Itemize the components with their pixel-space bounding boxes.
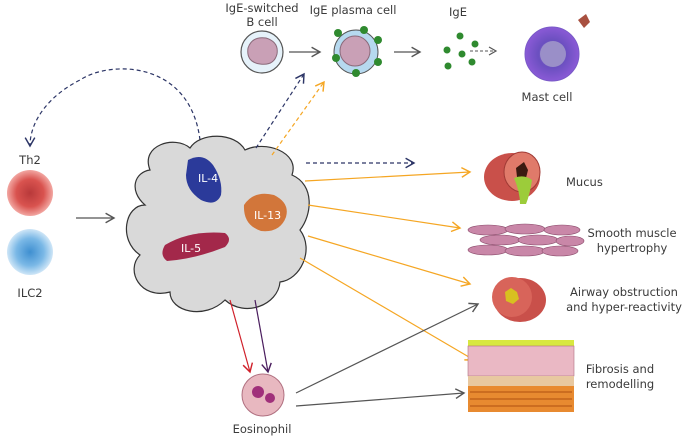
- il-5-label: IL-5: [181, 242, 201, 255]
- arrow-to-fibrosis: [299, 257, 476, 361]
- arrow-eos-to-fibrosis: [295, 388, 466, 407]
- b-cell-label-2: B cell: [246, 15, 277, 29]
- ige-label: IgE: [449, 5, 467, 19]
- smooth-muscle-label-2: hypertrophy: [597, 241, 668, 255]
- arrow-cytokine-to-eosinophil: [254, 299, 272, 374]
- cytokine-cloud: IL-4 IL-13 IL-5: [125, 135, 310, 313]
- ilc2-cell: ILC2: [7, 229, 53, 300]
- mucus-outcome: Mucus: [484, 151, 603, 204]
- th2-cell: Th2: [7, 153, 53, 216]
- airway-label-1: Airway obstruction: [570, 285, 678, 299]
- eosinophil: Eosinophil: [233, 373, 292, 436]
- ige-plasma-cell: IgE plasma cell: [310, 3, 397, 77]
- b-cell-label-1: IgE-switched: [225, 1, 298, 15]
- il-13-label: IL-13: [254, 209, 281, 222]
- fibrosis-outcome: Fibrosis and remodelling: [467, 340, 654, 412]
- smooth-muscle-label-1: Smooth muscle: [587, 226, 676, 240]
- fibrosis-label-1: Fibrosis and: [586, 362, 654, 376]
- il-5-molecule: IL-5: [162, 232, 229, 261]
- arrow-il13-to-plasma: [271, 80, 325, 156]
- il-4-label: IL-4: [198, 172, 218, 185]
- il-13-molecule: IL-13: [243, 193, 287, 232]
- ilc2-label: ILC2: [17, 286, 42, 300]
- ige-switched-b-cell: IgE-switched B cell: [225, 1, 299, 74]
- arrow-to-mucus: [304, 167, 472, 182]
- mast-cell: Mast cell: [522, 14, 590, 104]
- mast-cell-label: Mast cell: [522, 90, 573, 104]
- mucus-label: Mucus: [566, 175, 603, 189]
- eosinophil-label: Eosinophil: [233, 422, 292, 436]
- il-4-molecule: IL-4: [186, 156, 222, 203]
- ige-antibody-icons: [332, 26, 382, 77]
- arrow-to-smooth-muscle: [307, 204, 462, 233]
- arrow-to-airway: [307, 235, 472, 287]
- arrow-il5-to-eosinophil: [229, 299, 254, 374]
- fibrosis-label-2: remodelling: [586, 377, 654, 391]
- airway-label-2: and hyper-reactivity: [566, 300, 682, 314]
- arrow-il4-to-plasma: [255, 72, 305, 149]
- th2-label: Th2: [18, 153, 41, 167]
- ige-antibodies: IgE: [443, 5, 498, 70]
- smooth-muscle-outcome: Smooth muscle hypertrophy: [467, 223, 677, 257]
- plasma-cell-label: IgE plasma cell: [310, 3, 397, 17]
- arrow-feedback-to-th2: [24, 68, 201, 148]
- airway-outcome: Airway obstruction and hyper-reactivity: [492, 277, 682, 322]
- arrow-eos-to-airway: [295, 302, 480, 394]
